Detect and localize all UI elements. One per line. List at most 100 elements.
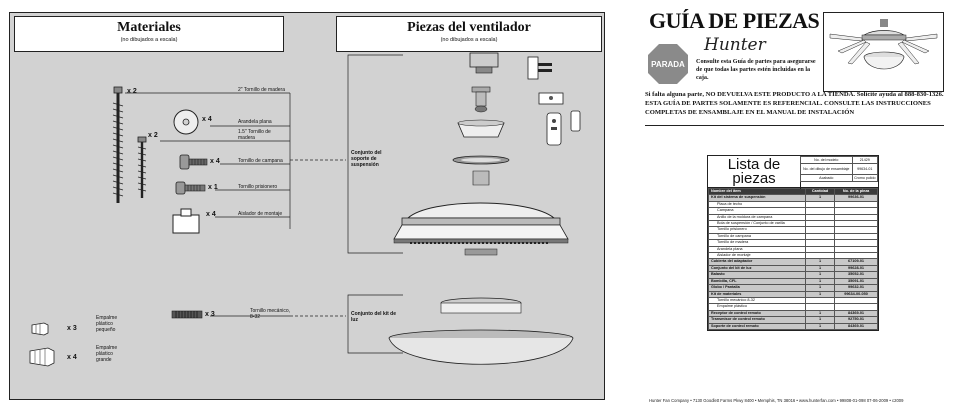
col-header-qty: Cantidad: [804, 187, 836, 196]
qty-canopy-screw: x 4: [210, 158, 220, 165]
table-row: Placa de techo: [708, 200, 878, 209]
parts-table-grid: Nombre del ítem Cantidad No. de la pieza…: [708, 187, 878, 330]
cell-part: 99632-01: [834, 284, 878, 292]
parts-diagram-panel: Materiales (no dibujados a escala) Pieza…: [9, 12, 605, 400]
flat-washer-icon: [173, 109, 199, 135]
col-header-part: No. de la pieza: [834, 187, 878, 196]
canopy-screw-icon: [179, 154, 208, 170]
label-wood-screw-1-5in: 1.5" Tornillo de madera: [238, 129, 271, 141]
drawing-label: No. del dibujo de ensamblaje: [800, 163, 853, 175]
group-suspension-label: Conjunto del soporte de suspensión: [351, 150, 382, 168]
wood-screw-2in-icon: [112, 86, 124, 203]
large-wire-nut-icon: [29, 347, 55, 367]
cell-qty: 1: [804, 264, 836, 273]
light-kit-icon: [440, 297, 522, 314]
cell-part: [834, 232, 878, 241]
canopy-trim-ring-icon: [452, 155, 510, 165]
cell-qty: [804, 239, 836, 247]
finish-value: Cromo pulido: [851, 174, 879, 182]
cell-part: 84369-01: [834, 309, 878, 318]
machine-screw-8-32-icon: [171, 310, 203, 319]
label-small-wire-nut: Empalme plástico pequeño: [96, 315, 118, 333]
downrod-ball-icon: [471, 86, 491, 113]
qty-machine-screw: x 3: [205, 311, 215, 318]
ceiling-plate-icon: [469, 52, 499, 74]
cell-qty: 1: [804, 258, 836, 266]
table-row: Tornillo de campana: [708, 232, 878, 241]
fan-illustration: [823, 12, 944, 92]
cell-part: 67109-01: [834, 258, 878, 266]
label-wood-screw-2in: 2" Tornillo de madera: [238, 87, 285, 93]
small-wire-nut-icon: [31, 322, 49, 336]
materiales-header: Materiales (no dibujados a escala): [14, 16, 284, 52]
cell-qty: [804, 226, 836, 234]
materiales-subtitle: (no dibujados a escala): [120, 37, 178, 43]
mounting-isolator-icon: [172, 208, 200, 234]
cell-part: [834, 207, 878, 215]
cell-qty: 1: [804, 271, 836, 279]
remote-receiver-icon: [538, 92, 564, 105]
wood-screw-1-5in-icon: [137, 136, 147, 198]
stop-sign-icon: PARADA: [648, 44, 688, 84]
cell-qty: [804, 219, 836, 228]
qty-wood-screw-2in: x 2: [127, 88, 137, 95]
qty-wood-screw-1-5in: x 2: [148, 132, 158, 139]
cell-qty: 1: [804, 194, 836, 202]
cell-qty: [804, 207, 836, 215]
page-title: GUÍA DE PIEZAS: [649, 8, 820, 33]
qty-small-wire-nut: x 3: [67, 325, 77, 332]
table-row: Campana: [708, 207, 878, 215]
label-flat-washer: Arandela plana: [238, 119, 272, 125]
cell-qty: 1: [804, 290, 836, 298]
qty-mounting-isolator: x 4: [206, 211, 216, 218]
piezas-subtitle: (no dibujados a escala): [440, 37, 498, 43]
cell-qty: [804, 232, 836, 241]
consult-note: Consulte esta Guía de partes para asegur…: [696, 58, 816, 81]
cell-qty: [804, 213, 836, 222]
qty-set-screw: x 1: [208, 184, 218, 191]
cell-part: [834, 239, 878, 247]
cell-part: 99628-01: [834, 264, 878, 273]
materiales-title: Materiales: [117, 20, 181, 35]
cell-name: Soporte de control remoto: [708, 322, 806, 330]
table-row: Arandela plana: [708, 245, 878, 254]
remote-transmitter-icon: [546, 112, 562, 146]
label-machine-screw: Tornillo mecánico, 8-32: [250, 308, 291, 320]
glass-globe-icon: [388, 329, 574, 365]
parts-list-table: Lista de piezas No. del modelo 21429 No.…: [707, 155, 879, 331]
group-light-kit-label: Conjunto del kit de luz: [351, 311, 396, 323]
cell-part: 92750-01: [834, 316, 878, 324]
adapter-cover-icon: [472, 170, 490, 186]
cell-part: 84369-01: [834, 322, 878, 330]
fan-body-icon: [393, 202, 569, 256]
remote-holder-icon: [570, 110, 581, 132]
table-row: Anillo de la moldura de campana: [708, 213, 878, 222]
finish-label: Acabado: [800, 174, 853, 182]
remote-bracket-icon: [527, 56, 552, 80]
cell-qty: 1: [804, 309, 836, 318]
piezas-title: Piezas del ventilador: [407, 20, 531, 35]
label-set-screw: Tornillo prisionero: [238, 184, 278, 190]
cell-qty: 1: [804, 316, 836, 324]
table-row: Tornillo prisionero: [708, 226, 878, 234]
table-header-row: Nombre del ítem Cantidad No. de la pieza: [708, 187, 878, 196]
stop-sign-text: PARADA: [651, 60, 685, 69]
qty-flat-washer: x 4: [202, 116, 212, 123]
brand-logo: Hunter: [704, 35, 766, 55]
footer: Hunter Fan Company • 7130 Goodlett Farms…: [649, 398, 904, 403]
cell-part: [834, 213, 878, 222]
hardware-illustrations: [29, 52, 581, 367]
table-row: Bola de suspensión / Conjunto de varilla: [708, 219, 878, 228]
cell-part: [834, 219, 878, 228]
cell-part: 99636-01: [834, 194, 878, 202]
label-mounting-isolator: Aislador de montaje: [238, 211, 283, 217]
cell-part: 35052-01: [834, 271, 878, 279]
set-screw-icon: [175, 181, 206, 195]
cell-qty: 1: [804, 284, 836, 292]
parts-list-title: Lista de piezas: [708, 156, 801, 189]
cell-part: [834, 245, 878, 254]
fan-icon: [829, 19, 938, 70]
